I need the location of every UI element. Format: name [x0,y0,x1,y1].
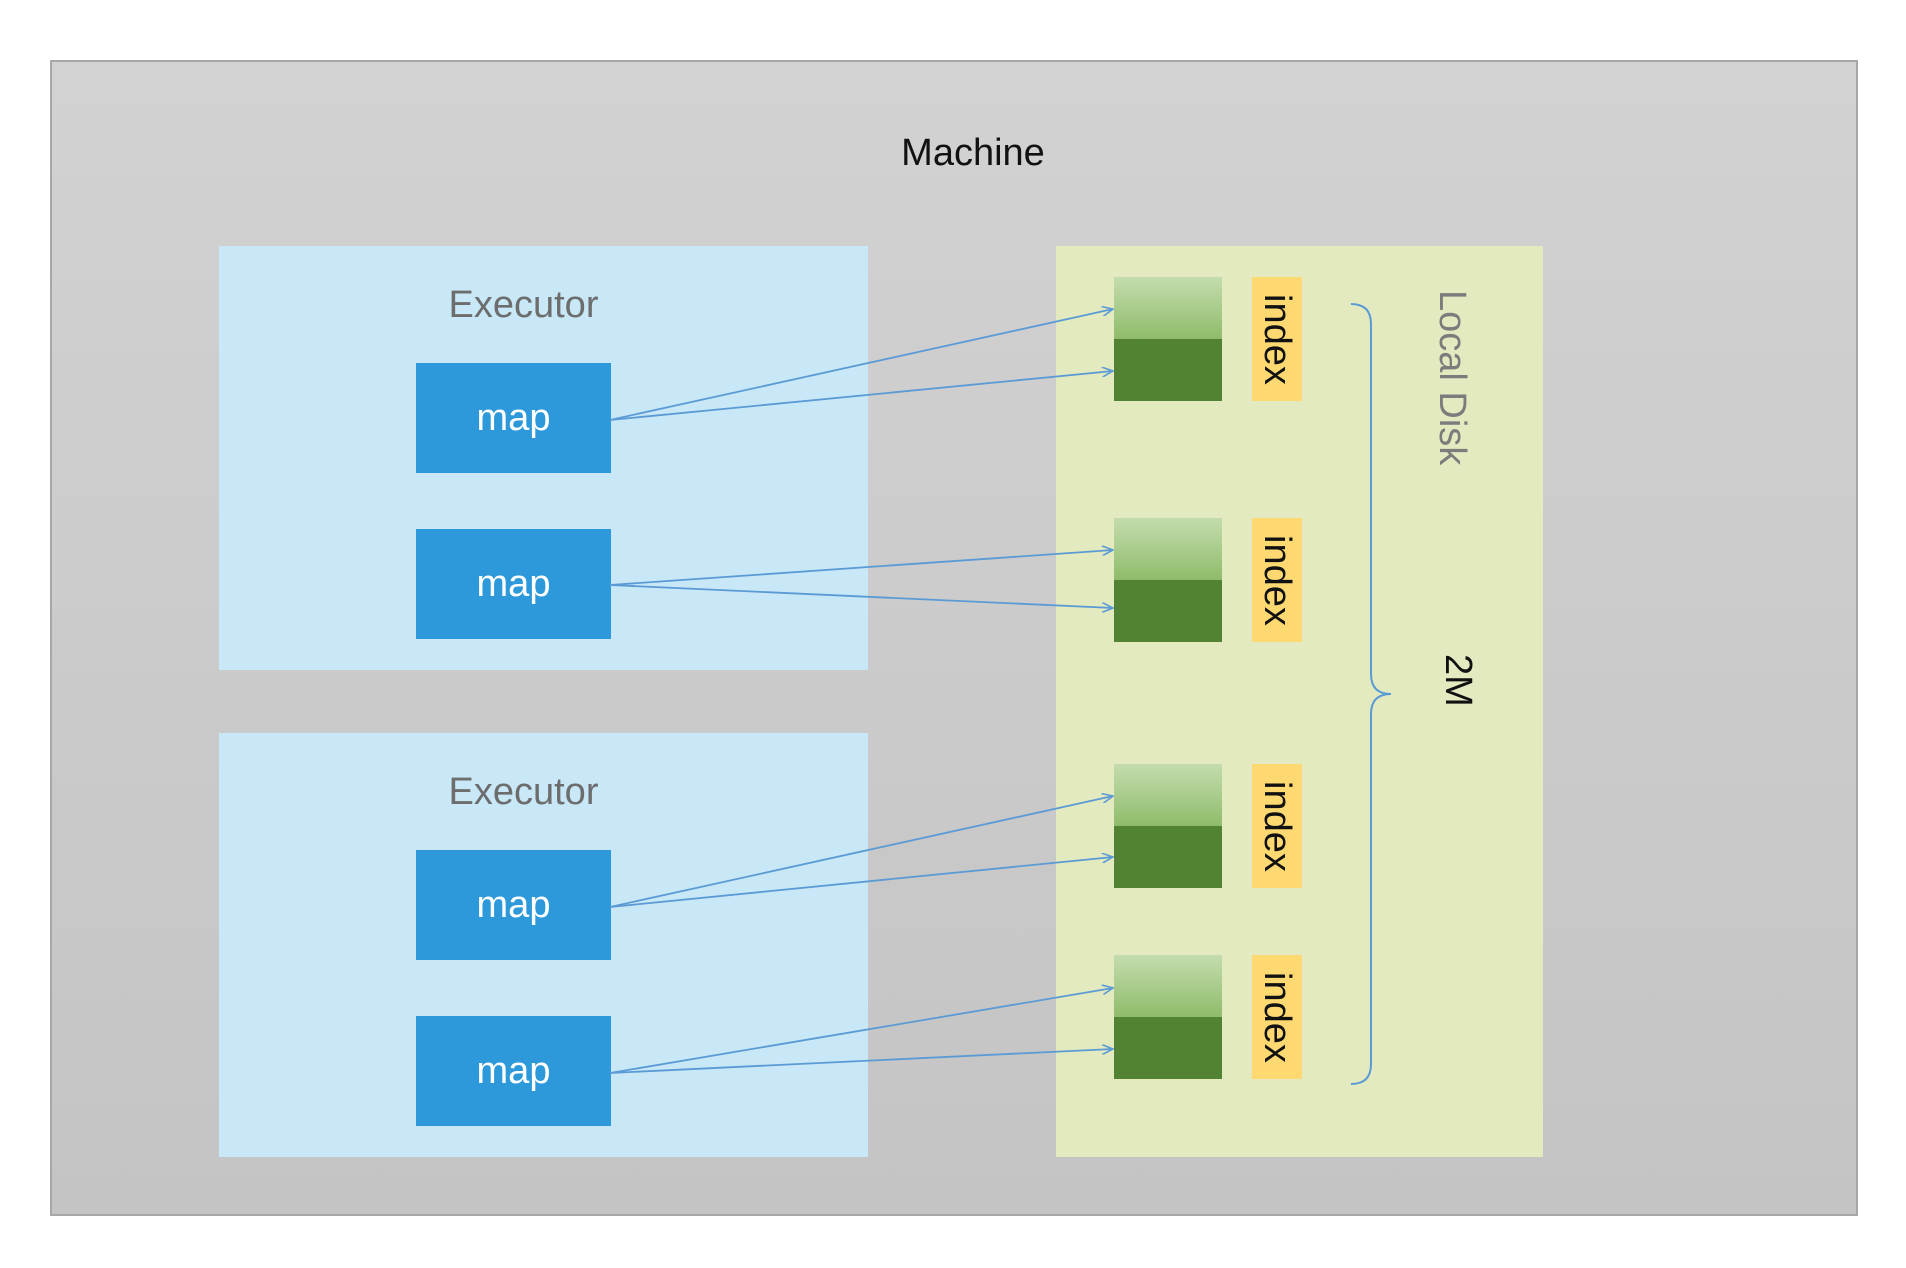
file-partition-dark [1114,1017,1222,1079]
shuffle-file-block [1114,955,1222,1079]
file-partition-dark [1114,826,1222,888]
machine-title: Machine [901,132,1045,174]
file-partition-light [1114,955,1222,1017]
executor-box: Executor map map [219,733,868,1157]
shuffle-file-block [1114,764,1222,888]
executor-box: Executor map map [219,246,868,670]
map-task-box: map [416,529,611,639]
index-label: index [1256,293,1298,385]
local-disk-title: Local Disk [1431,290,1473,466]
index-file-tag: index [1252,955,1302,1079]
file-partition-dark [1114,580,1222,642]
file-partition-dark [1114,339,1222,401]
executor-title: Executor [448,284,599,326]
file-partition-light [1114,764,1222,826]
index-label: index [1256,780,1298,872]
map-task-box: map [416,363,611,473]
index-file-tag: index [1252,518,1302,642]
size-label: 2M [1437,654,1479,707]
file-partition-light [1114,277,1222,339]
map-task-box: map [416,850,611,960]
shuffle-file-block [1114,518,1222,642]
index-file-tag: index [1252,764,1302,888]
index-label: index [1256,534,1298,626]
map-task-box: map [416,1016,611,1126]
index-label: index [1256,971,1298,1063]
shuffle-file-block [1114,277,1222,401]
executor-title: Executor [448,771,599,813]
index-file-tag: index [1252,277,1302,401]
file-partition-light [1114,518,1222,580]
